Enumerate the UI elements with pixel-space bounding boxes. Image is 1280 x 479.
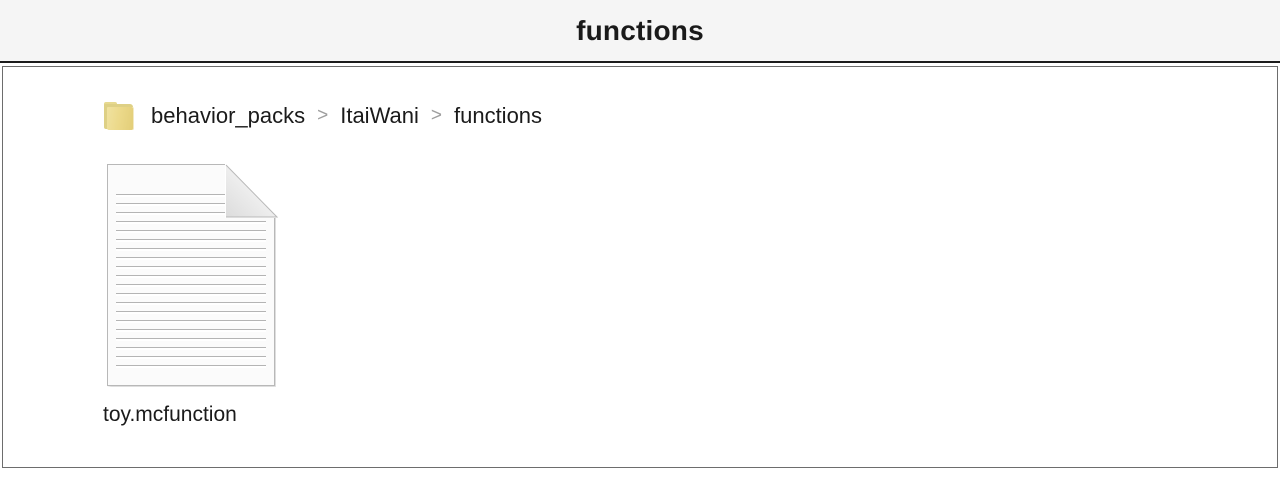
window-header: functions [0, 0, 1280, 63]
folder-icon-front [107, 107, 134, 130]
text-document-icon [107, 164, 279, 388]
file-name-label: toy.mcfunction [103, 403, 237, 426]
breadcrumb-separator-icon: > [430, 105, 442, 126]
breadcrumb-item-functions[interactable]: functions [453, 103, 543, 128]
file-item-toy-mcfunction[interactable]: toy.mcfunction [103, 164, 293, 427]
breadcrumb-item-itaiwani[interactable]: ItaiWani [340, 103, 419, 128]
breadcrumb: behavior_packs > ItaiWani > functions [103, 99, 542, 133]
folder-icon [103, 102, 135, 130]
file-browser-panel: behavior_packs > ItaiWani > functions to… [2, 66, 1278, 468]
page-title: functions [576, 14, 704, 46]
document-ruled-lines [116, 188, 266, 373]
breadcrumb-separator-icon: > [317, 105, 329, 126]
breadcrumb-item-behavior-packs[interactable]: behavior_packs [151, 103, 306, 128]
